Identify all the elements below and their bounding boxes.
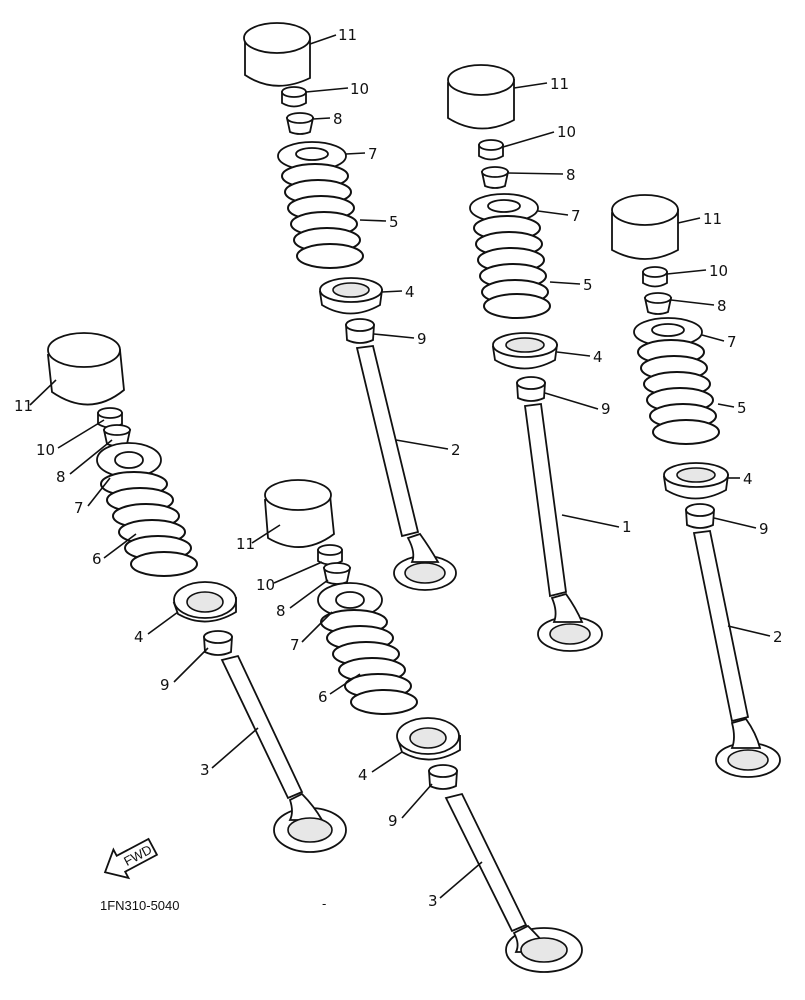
spring-seat-a — [318, 277, 384, 315]
callout-b9: 9 — [601, 400, 611, 418]
valve-e — [444, 792, 583, 973]
valve-spring-b — [473, 215, 551, 319]
callout-d3: 3 — [200, 761, 210, 779]
callout-e4: 4 — [358, 766, 368, 784]
spring-retainer-b — [469, 193, 539, 223]
valve-lifter-b — [447, 64, 515, 130]
valve-d — [220, 654, 347, 853]
valve-spring-a — [281, 163, 364, 269]
callout-e6: 6 — [318, 688, 328, 706]
callout-b11: 11 — [550, 75, 569, 93]
stem-seal-c — [685, 503, 715, 529]
callout-e9: 9 — [388, 812, 398, 830]
callout-labels: 11 10 8 7 5 4 9 2 11 10 8 7 5 4 9 1 11 1… — [14, 26, 783, 910]
assembly-b — [447, 64, 603, 652]
valve-shim-b — [478, 139, 504, 161]
diagram-code: 1FN310-5040 — [100, 898, 180, 913]
valve-lifter-d — [47, 332, 125, 406]
valve-lifter-e — [264, 479, 335, 548]
valve-b — [523, 402, 603, 652]
stem-seal-d — [203, 630, 233, 656]
callout-b7: 7 — [571, 207, 581, 225]
callout-c10: 10 — [709, 262, 728, 280]
spring-seat-e — [396, 717, 461, 761]
valve-shim-e — [317, 544, 343, 566]
valve-lifter-c — [611, 194, 679, 260]
valve-a — [355, 345, 457, 591]
callout-e11: 11 — [236, 535, 255, 553]
callout-a9: 9 — [417, 330, 427, 348]
valve-cotter-e — [322, 562, 352, 585]
callout-a10: 10 — [350, 80, 369, 98]
front-direction-arrow: FWD — [103, 837, 159, 880]
callout-a5: 5 — [389, 213, 399, 231]
callout-b5: 5 — [583, 276, 593, 294]
valve-cotter-a — [285, 112, 315, 135]
valve-shim-c — [642, 266, 668, 288]
valve-spring-c — [637, 339, 720, 445]
callout-a4: 4 — [405, 283, 415, 301]
callout-b8: 8 — [566, 166, 576, 184]
callout-b4: 4 — [593, 348, 603, 366]
valve-lifter-a — [243, 22, 311, 87]
callout-a2: 2 — [451, 441, 461, 459]
callout-b1: 1 — [622, 518, 632, 536]
stem-seal-e — [428, 764, 458, 790]
callout-e7: 7 — [290, 636, 300, 654]
callout-e3: 3 — [428, 892, 438, 910]
leader-lines — [29, 34, 771, 899]
callout-c2: 2 — [773, 628, 783, 646]
valve-shim-a — [281, 86, 307, 108]
assembly-a — [243, 22, 457, 591]
callout-d11: 11 — [14, 397, 33, 415]
assembly-c — [611, 194, 781, 778]
assembly-e — [264, 479, 583, 973]
valve-cotter-c — [643, 292, 673, 315]
spring-seat-c — [662, 462, 730, 500]
valve-cotter-b — [480, 166, 510, 189]
dash-mark: - — [322, 896, 326, 911]
spring-seat-b — [491, 332, 559, 370]
assembly-d — [47, 332, 347, 853]
callout-d4: 4 — [134, 628, 144, 646]
callout-c8: 8 — [717, 297, 727, 315]
callout-c9: 9 — [759, 520, 769, 538]
callout-d9: 9 — [160, 676, 170, 694]
callout-d10: 10 — [36, 441, 55, 459]
callout-d8: 8 — [56, 468, 66, 486]
callout-c7: 7 — [727, 333, 737, 351]
callout-d7: 7 — [74, 499, 84, 517]
callout-b10: 10 — [557, 123, 576, 141]
stem-seal-a — [345, 318, 375, 344]
spring-seat-d — [172, 581, 237, 623]
callout-a11: 11 — [338, 26, 357, 44]
callout-a8: 8 — [333, 110, 343, 128]
spring-retainer-a — [277, 141, 347, 171]
callout-a7: 7 — [368, 145, 378, 163]
callout-c4: 4 — [743, 470, 753, 488]
callout-e10: 10 — [256, 576, 275, 594]
valve-spring-e — [320, 609, 418, 715]
callout-c5: 5 — [737, 399, 747, 417]
stem-seal-b — [516, 376, 546, 402]
valve-spring-d — [100, 471, 198, 577]
callout-d6: 6 — [92, 550, 102, 568]
valve-c — [692, 530, 781, 778]
callout-e8: 8 — [276, 602, 286, 620]
callout-c11: 11 — [703, 210, 722, 228]
